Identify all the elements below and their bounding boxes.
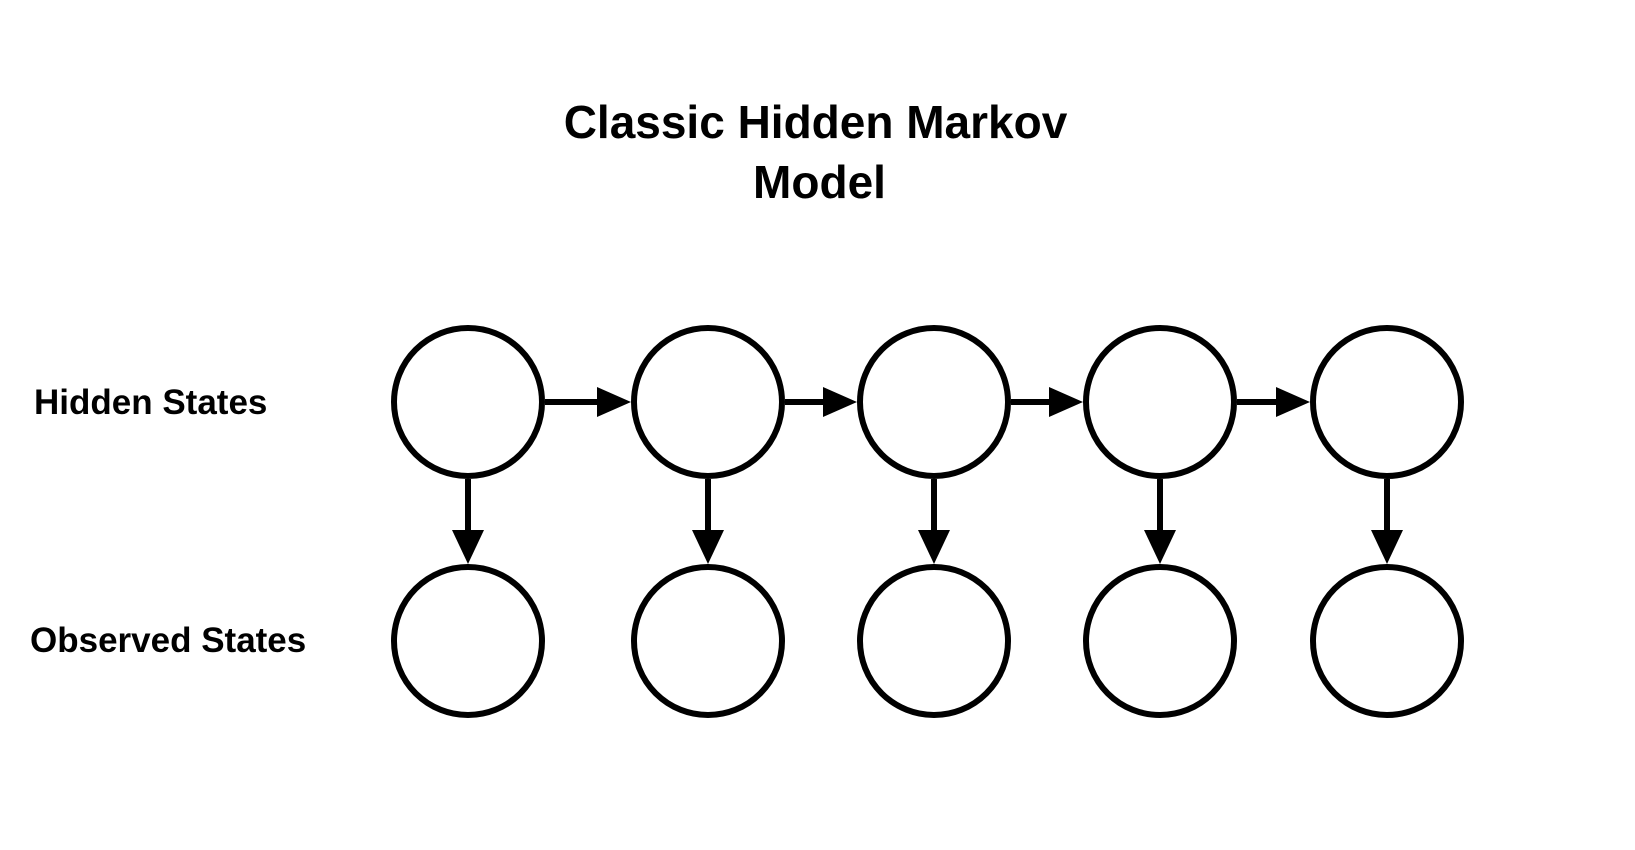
observed-state-node (391, 564, 545, 718)
observed-state-node (857, 564, 1011, 718)
emission-arrowhead (918, 530, 950, 564)
diagram-title-line-1: Classic Hidden Markov (563, 96, 1068, 148)
emission-arrowhead (692, 530, 724, 564)
hidden-states-label: Hidden States (34, 383, 268, 422)
observed-state-node (631, 564, 785, 718)
hidden-state-node (1310, 325, 1464, 479)
diagram-title: Classic Hidden Markov Model (0, 92, 1635, 212)
observed-states-label: Observed States (30, 621, 307, 660)
transition-arrowhead (1276, 387, 1310, 417)
hidden-state-node (631, 325, 785, 479)
observed-state-node (1310, 564, 1464, 718)
observed-state-node (1083, 564, 1237, 718)
transition-arrowhead (823, 387, 857, 417)
hidden-state-node (391, 325, 545, 479)
transition-arrowhead (597, 387, 631, 417)
emission-arrowhead (452, 530, 484, 564)
emission-arrowhead (1371, 530, 1403, 564)
hidden-state-node (1083, 325, 1237, 479)
transition-arrowhead (1049, 387, 1083, 417)
emission-arrowhead (1144, 530, 1176, 564)
diagram-title-line-2: Model (753, 156, 886, 208)
hidden-state-node (857, 325, 1011, 479)
